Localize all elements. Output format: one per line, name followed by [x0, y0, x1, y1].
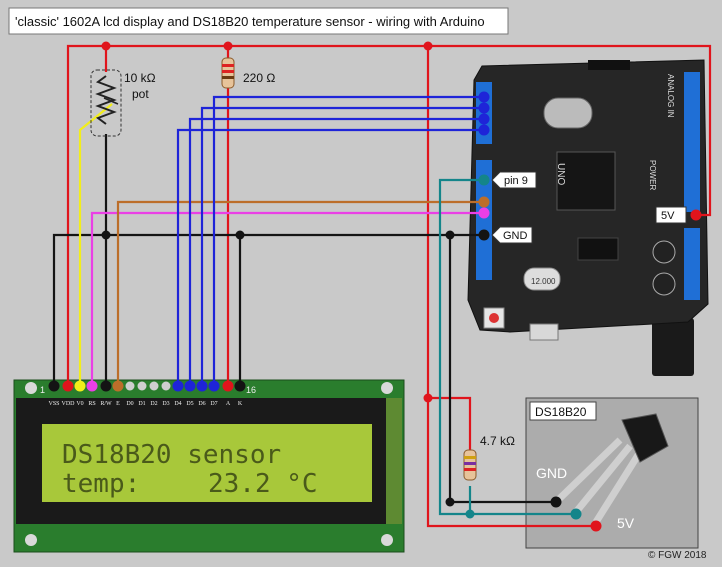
gnd-label: GND [503, 230, 528, 242]
wire-5v-main [66, 44, 712, 388]
wire-d4 [176, 128, 484, 388]
lcd-pin-label-d0: D0 [126, 401, 133, 407]
pin9-tag [491, 171, 537, 189]
wire-d7 [212, 95, 484, 388]
analog-header [684, 72, 700, 212]
mount-hole-tr [381, 382, 393, 394]
wire-data-pin9 [438, 178, 576, 516]
sensor-box: DS18B20 GND 5V [525, 397, 699, 549]
micro-usb-port [529, 323, 559, 341]
resistor-4k7-label: 4.7 kΩ [480, 434, 515, 448]
title-text: 'classic' 1602A lcd display and DS18B20 … [15, 14, 485, 29]
resistor-220: 220 Ω [221, 57, 275, 89]
board-name: UNO [555, 163, 566, 185]
pot-word-label: pot [132, 87, 149, 101]
reset-button-cap [489, 313, 499, 323]
lcd-pin-label-d3: D3 [162, 401, 169, 407]
lcd-screen [42, 424, 372, 502]
wire-5v-sensor [426, 46, 596, 528]
pot-value-label: 10 kΩ [124, 71, 156, 85]
sensor-leg-vdd [593, 450, 643, 524]
arduino-pin-dots [478, 91, 702, 241]
lcd-pin-dots [48, 380, 246, 392]
pot-resistor [95, 75, 117, 125]
arduino-pin-tags: pin 9 GND 5V [491, 171, 687, 244]
capacitor-1 [652, 240, 676, 264]
wire-gnd-main [52, 233, 484, 388]
sensor-body [621, 413, 669, 463]
crystal-label: 12.000 [531, 277, 556, 286]
crystal-16mhz [543, 97, 593, 129]
wire-v0 [78, 103, 113, 388]
power-label: POWER [648, 160, 657, 190]
mcu-chip [556, 151, 616, 211]
lcd-pin-label-vss: VSS [48, 401, 59, 407]
lcd-pin-label-d6: D6 [198, 401, 205, 407]
lcd-pin-label-d7: D7 [210, 401, 217, 407]
lcd-pin-label-vdd: VDD [62, 401, 76, 407]
lcd-line-1: DS18B20 sensor [62, 440, 281, 470]
sensor-title-box [529, 401, 597, 421]
wire-e [116, 200, 484, 388]
potentiometer: 10 kΩ pot [90, 69, 156, 137]
digital-header-left-2 [476, 160, 492, 280]
crystal-12mhz [523, 267, 561, 291]
wire-d6 [200, 106, 484, 388]
lcd-line-2-value: 23.2 °C [208, 469, 318, 499]
lcd-pin-label-e: E [116, 401, 120, 407]
sensor-title: DS18B20 [535, 405, 587, 419]
arduino-5v-label: 5V [661, 210, 675, 222]
lcd-pin-number-16: 16 [246, 385, 256, 395]
wire-d5 [188, 117, 484, 388]
sensor-gnd-label: GND [536, 465, 567, 481]
mount-hole-br [381, 534, 393, 546]
sensor-pin-dots [550, 496, 602, 532]
lcd-pin-label-k: K [238, 401, 243, 407]
resistor-4k7: 4.7 kΩ [463, 434, 515, 481]
sensor-leg-gnd [553, 437, 623, 505]
copyright: © FGW 2018 [648, 550, 707, 561]
top-header-digital [588, 60, 630, 70]
resistor-220-label: 220 Ω [243, 71, 275, 85]
mount-hole-tl [25, 382, 37, 394]
arduino-5v-tag [655, 206, 687, 224]
lcd-pin-number-1: 1 [40, 385, 45, 395]
lcd-pin-label-a: A [226, 401, 231, 407]
capacitor-2 [652, 272, 676, 296]
lcd-backlight-edge [386, 398, 402, 524]
gnd-tag [491, 226, 533, 244]
wire-5v-pullup [428, 396, 472, 450]
lcd-pin-label-rs: RS [88, 401, 95, 407]
wire-layer [52, 44, 712, 528]
mount-hole-bl [25, 534, 37, 546]
title-box: 'classic' 1602A lcd display and DS18B20 … [8, 7, 509, 35]
lcd-pin-label-v0: V0 [76, 401, 83, 407]
junction-dots [101, 41, 475, 519]
pot-wiper-arrow [103, 97, 119, 105]
lcd-pin-label-d2: D2 [150, 401, 157, 407]
analog-label: ANALOG IN [666, 74, 675, 118]
lcd-pin-label-d4: D4 [174, 401, 181, 407]
usb-chip [577, 237, 619, 261]
pin9-label: pin 9 [504, 175, 528, 187]
wire-rs [90, 211, 484, 388]
lcd-pin-label-rw: R/W [100, 401, 112, 407]
lcd-pin-label-d1: D1 [138, 401, 145, 407]
sensor-5v-label: 5V [617, 515, 635, 531]
sensor-leg-data [573, 443, 633, 515]
power-jack [652, 318, 694, 376]
lcd-line-2-label: temp: [62, 469, 140, 499]
lcd-pin-label-d5: D5 [186, 401, 193, 407]
power-header-right [684, 228, 700, 300]
